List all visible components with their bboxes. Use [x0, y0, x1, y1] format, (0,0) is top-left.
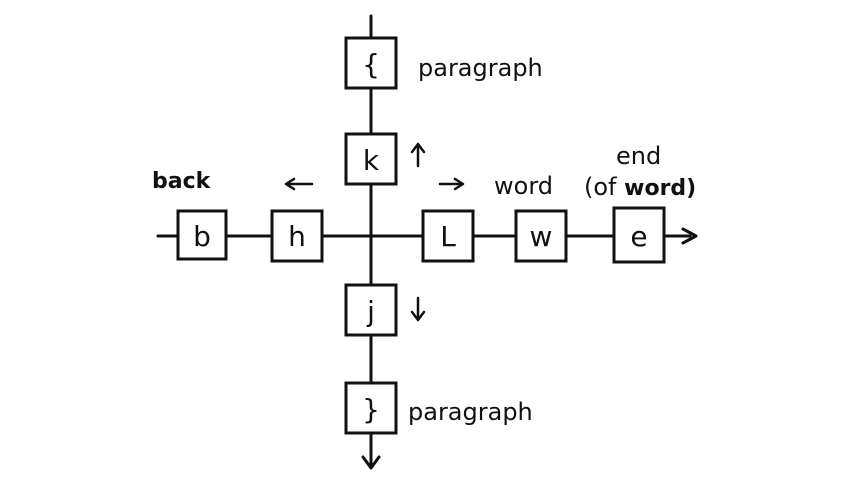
key-j: j [344, 283, 398, 337]
key-w-label: w [530, 220, 553, 253]
key-brace-close: } [344, 381, 398, 435]
down-arrow-icon [410, 296, 426, 322]
right-arrow-icon [438, 177, 465, 191]
key-b-label: b [193, 220, 211, 253]
key-l-label: L [440, 220, 456, 253]
left-arrow-icon [284, 177, 314, 191]
key-j-label: j [366, 295, 375, 328]
back-label: back [152, 169, 212, 194]
end-label: end [616, 142, 661, 170]
key-brace-open: { [344, 36, 398, 90]
key-b: b [176, 209, 228, 261]
key-k: k [344, 132, 398, 186]
key-w: w [514, 209, 568, 263]
key-brace-open-label: { [362, 48, 380, 81]
key-k-label: k [363, 144, 380, 177]
of-word-label: (of word) [584, 173, 696, 201]
paragraph-top-label: paragraph [418, 54, 543, 82]
key-e-label: e [630, 220, 647, 253]
down-arrowhead-icon [361, 455, 381, 470]
key-h-label: h [288, 220, 306, 253]
word-label: word [494, 172, 553, 200]
key-l: L [421, 209, 475, 263]
right-arrowhead-icon [681, 227, 698, 245]
key-e: e [612, 206, 666, 264]
key-brace-close-label: } [362, 393, 380, 426]
up-arrow-icon [410, 142, 426, 168]
paragraph-bottom-label: paragraph [408, 398, 533, 426]
key-h: h [270, 209, 324, 263]
of-word-bold-label: word) [624, 176, 696, 201]
of-word-open-label: (of [584, 173, 624, 201]
